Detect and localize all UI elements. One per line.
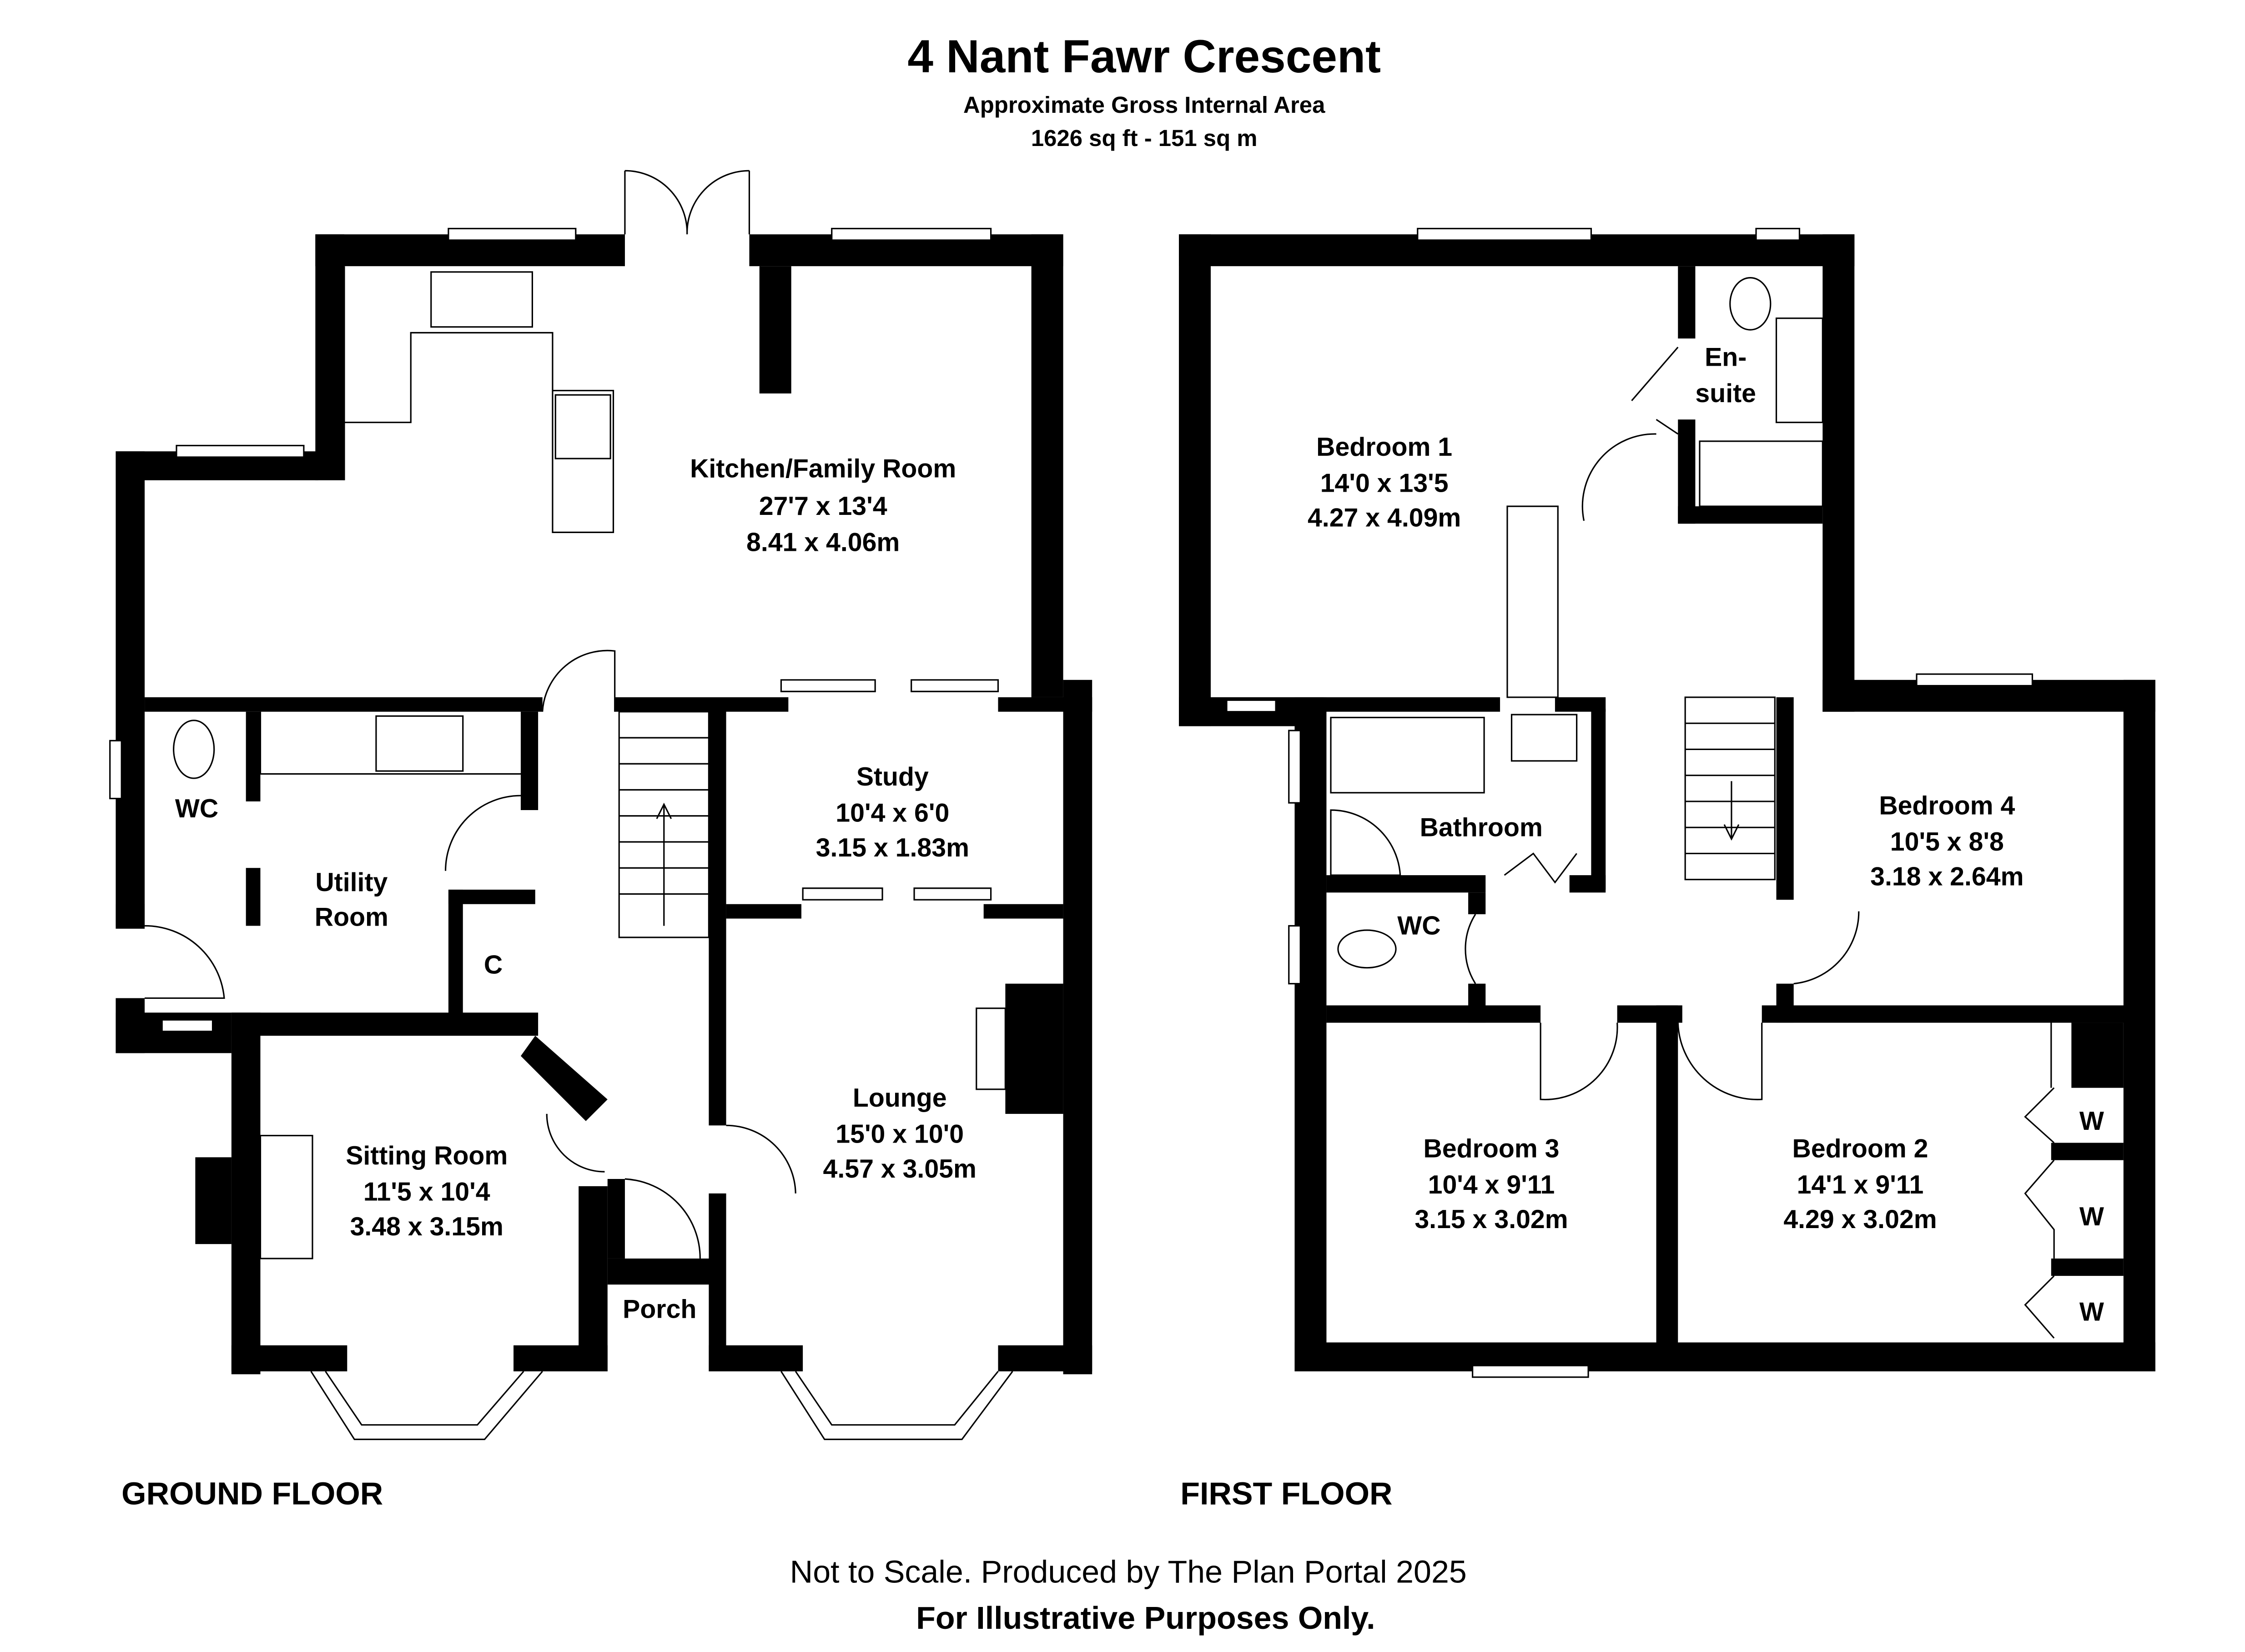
sink-icon xyxy=(430,271,533,328)
room-name-line2: Room xyxy=(315,902,388,932)
window xyxy=(1226,699,1277,713)
toilet-icon xyxy=(1729,277,1772,331)
room-dims-metric: 8.41 x 4.06m xyxy=(746,528,900,557)
first-floor-fixtures xyxy=(1226,227,2055,1378)
room-name: Bedroom 3 xyxy=(1424,1134,1560,1163)
floor-label: FIRST FLOOR xyxy=(1180,1476,1392,1511)
window xyxy=(1472,1365,1589,1378)
utility-sink-icon xyxy=(375,715,464,772)
wardrobe-doors xyxy=(2024,1022,2055,1339)
french-doors xyxy=(624,170,750,235)
staircase xyxy=(618,711,710,938)
sliding-doors xyxy=(780,679,999,901)
first-floor-labels: Bedroom 1 14'0 x 13'5 4.27 x 4.09m En- s… xyxy=(1308,343,2104,1327)
first-floor-plan: Bedroom 1 14'0 x 13'5 4.27 x 4.09m En- s… xyxy=(1179,227,2155,1511)
window xyxy=(1288,730,1301,804)
room-dims-imperial: 14'1 x 9'11 xyxy=(1797,1170,1924,1199)
window xyxy=(1916,673,2034,687)
room-name: Study xyxy=(856,762,929,791)
staircase xyxy=(1684,696,1776,881)
room-name: Bathroom xyxy=(1420,813,1543,842)
basin-icon xyxy=(1775,317,1823,423)
room-dims-imperial: 10'4 x 9'11 xyxy=(1428,1170,1555,1199)
first-floor-walls xyxy=(1179,234,2155,1372)
toilet-icon xyxy=(1337,929,1397,969)
room-dims-imperial: 10'5 x 8'8 xyxy=(1890,827,2004,856)
room-dims-metric: 4.57 x 3.05m xyxy=(823,1154,977,1184)
wardrobe-label: W xyxy=(2079,1298,2104,1327)
room-dims-metric: 4.27 x 4.09m xyxy=(1308,504,1461,533)
door-swing xyxy=(145,650,796,1259)
room-dims-imperial: 10'4 x 6'0 xyxy=(836,798,949,827)
room-dims-metric: 3.15 x 3.02m xyxy=(1414,1205,1568,1234)
room-dims-metric: 3.48 x 3.15m xyxy=(350,1212,503,1241)
room-dims-imperial: 11'5 x 10'4 xyxy=(363,1178,490,1207)
basin-icon xyxy=(1510,714,1578,762)
bath-icon xyxy=(1330,716,1485,794)
window xyxy=(109,740,122,800)
window xyxy=(1417,227,1592,241)
door-swing xyxy=(1581,347,1679,521)
room-name: C xyxy=(484,950,503,979)
window xyxy=(1288,925,1301,985)
kitchen-units xyxy=(343,266,614,533)
room-name: Bedroom 2 xyxy=(1792,1134,1928,1163)
ground-floor-fixtures xyxy=(109,170,1013,1440)
room-dims-imperial: 14'0 x 13'5 xyxy=(1320,468,1449,498)
room-name: WC xyxy=(1397,912,1440,941)
utility-counter xyxy=(259,711,521,775)
room-name: En- xyxy=(1705,343,1747,372)
fireplace xyxy=(976,1007,1006,1090)
door-swing xyxy=(1465,852,1860,1100)
fireplace xyxy=(259,1135,313,1259)
room-dims-metric: 3.18 x 2.64m xyxy=(1870,862,2024,891)
window xyxy=(161,1019,214,1032)
shower-icon xyxy=(1330,809,1401,876)
room-dims-imperial: 15'0 x 10'0 xyxy=(836,1120,964,1149)
floor-label: GROUND FLOOR xyxy=(121,1476,383,1511)
window xyxy=(1755,227,1801,241)
wardrobe-label: W xyxy=(2079,1107,2104,1136)
shower-icon xyxy=(1699,440,1823,507)
window xyxy=(448,227,577,241)
ground-floor-labels: Kitchen/Family Room 27'7 x 13'4 8.41 x 4… xyxy=(175,454,977,1324)
disclaimer-illustrative: For Illustrative Purposes Only. xyxy=(916,1600,1375,1636)
bay-window xyxy=(310,1370,1013,1440)
room-name: WC xyxy=(175,794,218,823)
disclaimer-scale: Not to Scale. Produced by The Plan Porta… xyxy=(790,1554,1467,1589)
room-name: Porch xyxy=(623,1294,696,1324)
plan-area: 1626 sq ft - 151 sq m xyxy=(1031,125,1258,151)
plan-subtitle: Approximate Gross Internal Area xyxy=(963,92,1325,118)
room-name-line2: suite xyxy=(1695,379,1756,408)
ground-floor-plan: Kitchen/Family Room 27'7 x 13'4 8.41 x 4… xyxy=(109,170,1092,1511)
room-name: Utility xyxy=(315,868,388,897)
plan-title: 4 Nant Fawr Crescent xyxy=(907,30,1381,82)
hob-icon xyxy=(554,394,611,459)
window xyxy=(831,227,992,241)
room-name: Bedroom 4 xyxy=(1879,791,2015,821)
room-dims-metric: 4.29 x 3.02m xyxy=(1783,1205,1937,1234)
room-dims-metric: 3.15 x 1.83m xyxy=(816,833,969,862)
landing-balustrade xyxy=(1506,505,1559,698)
room-name: Kitchen/Family Room xyxy=(690,454,956,484)
room-name: Lounge xyxy=(853,1083,947,1113)
window xyxy=(176,444,305,458)
room-dims-imperial: 27'7 x 13'4 xyxy=(759,492,887,521)
wardrobe-label: W xyxy=(2079,1202,2104,1231)
room-name: Bedroom 1 xyxy=(1316,433,1452,462)
toilet-icon xyxy=(173,720,215,779)
room-name: Sitting Room xyxy=(346,1141,508,1170)
